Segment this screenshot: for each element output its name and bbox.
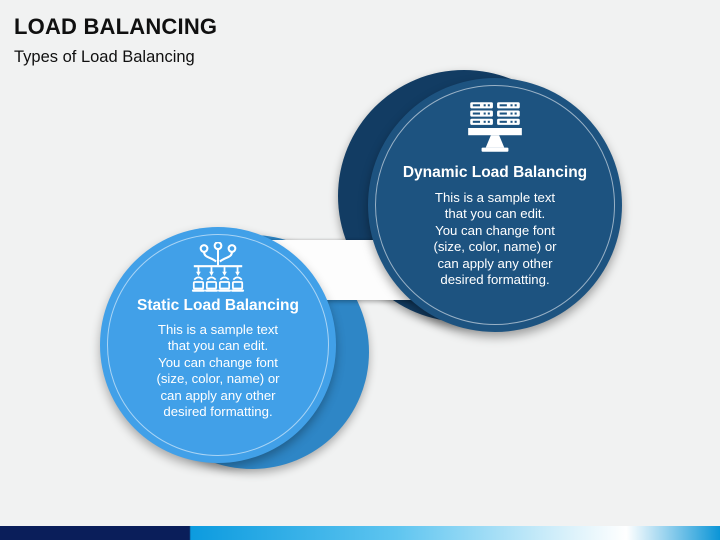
circle-title: Dynamic Load Balancing bbox=[402, 164, 588, 181]
body-line: You can change font bbox=[158, 354, 278, 370]
body-line: that you can edit. bbox=[167, 338, 269, 354]
body-line: (size, color, name) or bbox=[433, 239, 557, 255]
body-line: can apply any other bbox=[160, 387, 276, 403]
body-line: can apply any other bbox=[437, 255, 553, 271]
server-rack-balance-icon bbox=[368, 100, 622, 156]
body-line: desired formatting. bbox=[163, 404, 273, 420]
body-line: (size, color, name) or bbox=[156, 371, 280, 387]
body-line: that you can edit. bbox=[444, 206, 546, 222]
body-line: This is a sample text bbox=[434, 190, 556, 205]
circle-body-text: This is a sample text that you can edit.… bbox=[118, 322, 318, 420]
body-line: This is a sample text bbox=[157, 322, 279, 337]
static-load-balancing-circle: Static Load Balancing This is a sample t… bbox=[100, 227, 336, 463]
body-line: You can change font bbox=[435, 222, 555, 238]
dynamic-load-balancing-circle: Dynamic Load Balancing This is a sample … bbox=[368, 78, 622, 332]
page-subtitle: Types of Load Balancing bbox=[14, 48, 195, 66]
load-distribution-icon bbox=[100, 242, 336, 296]
page-title: LOAD BALANCING bbox=[14, 14, 218, 39]
circle-title: Static Load Balancing bbox=[137, 297, 299, 314]
circle-body-text: This is a sample text that you can edit.… bbox=[386, 190, 604, 288]
body-line: desired formatting. bbox=[440, 272, 550, 288]
footer-gradient-bar bbox=[0, 526, 720, 540]
